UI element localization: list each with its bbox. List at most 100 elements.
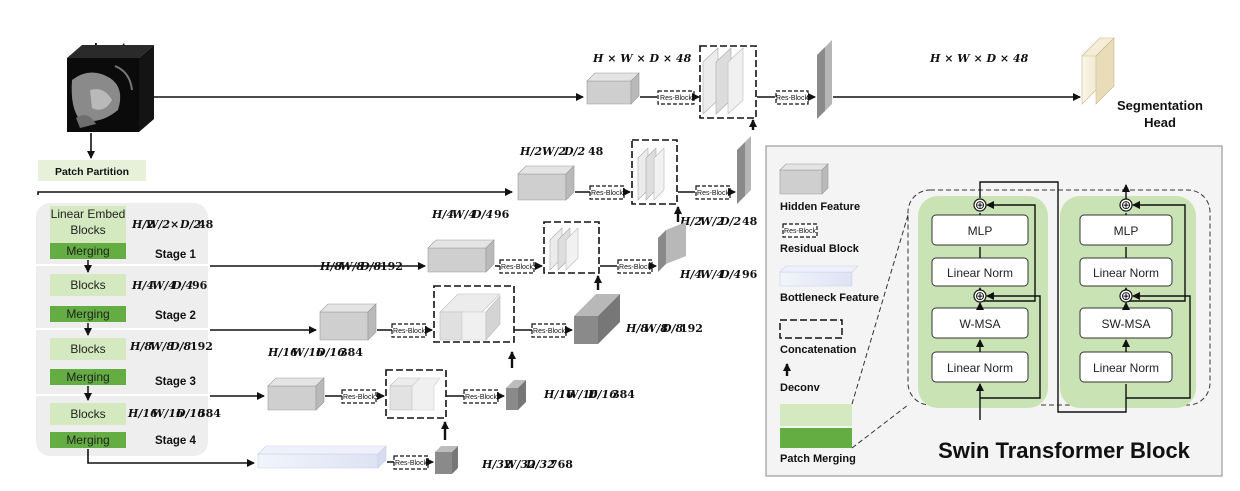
stage2-blocks-label: Blocks bbox=[70, 278, 105, 292]
svg-text:D/4: D/4 bbox=[171, 279, 193, 292]
svg-text:Res-Block: Res-Block bbox=[395, 460, 427, 467]
svg-text:D/8: D/8 bbox=[359, 260, 382, 273]
top-feature-tall bbox=[817, 40, 832, 119]
svg-text:H/2: H/2 bbox=[519, 145, 542, 158]
d16-hidden-feature bbox=[267, 377, 325, 411]
stage4-out-arrow bbox=[87, 449, 255, 467]
stage3-blocks-label: Blocks bbox=[70, 342, 105, 356]
svg-text:H/16: H/16 bbox=[127, 407, 158, 420]
legend-blocks-swatch bbox=[780, 404, 852, 426]
svg-text:Res-Block: Res-Block bbox=[591, 190, 623, 197]
svg-text:384: 384 bbox=[198, 407, 221, 420]
svg-text:48: 48 bbox=[742, 215, 758, 228]
svg-text:×: × bbox=[170, 218, 179, 231]
svg-text:192: 192 bbox=[680, 322, 703, 335]
segmentation-output-volume bbox=[1081, 37, 1115, 105]
stage2-blocks-box bbox=[50, 274, 126, 296]
svg-text:H/2: H/2 bbox=[131, 218, 154, 231]
swin-right-flow bbox=[1122, 184, 1191, 399]
svg-text:192: 192 bbox=[380, 260, 403, 273]
swin-left-flow bbox=[976, 181, 1127, 420]
svg-text:W/2: W/2 bbox=[700, 215, 724, 228]
d2-dim-right: H/2 W/2 D/2 48 bbox=[679, 215, 758, 228]
d2-feature-tall bbox=[737, 136, 751, 204]
legend-hidden-icon bbox=[779, 163, 829, 195]
svg-text:W/8: W/8 bbox=[340, 260, 364, 273]
d32-dim: H/32 W/32 D/32 768 bbox=[481, 458, 573, 471]
svg-text:W/16: W/16 bbox=[292, 346, 324, 359]
svg-text:H/4: H/4 bbox=[431, 208, 454, 221]
swin-title: Swin Transformer Block bbox=[938, 438, 1191, 463]
dim-enc-s2: H/4W/4D/496 bbox=[131, 279, 208, 292]
stage4-label: Stage 4 bbox=[155, 435, 197, 447]
dim-top: H × W × D × 48 bbox=[592, 52, 692, 65]
d8-dim-right: H/8 W/8 D/8 192 bbox=[625, 322, 703, 335]
dim-top-right: H × W × D × 48 bbox=[929, 52, 1029, 65]
d4-dim-right: H/4 W/4 D/4 96 bbox=[679, 268, 758, 281]
svg-text:Res-Block: Res-Block bbox=[533, 328, 565, 335]
concat-d4 bbox=[543, 221, 600, 274]
d16-dim-right: H/16 W/16 D/16 384 bbox=[543, 388, 635, 401]
swin-right-add1-icon bbox=[1119, 289, 1133, 303]
svg-text:Res-Block: Res-Block bbox=[501, 264, 533, 271]
svg-text:W-MSA: W-MSA bbox=[959, 317, 1000, 331]
res-block-d16-2 bbox=[463, 389, 499, 404]
svg-text:D/2: D/2 bbox=[179, 218, 202, 231]
seg-head-line1: Segmentation bbox=[1117, 98, 1203, 113]
legend-patch-merging-label: Patch Merging bbox=[780, 453, 856, 465]
d2-hidden-feature bbox=[517, 165, 575, 201]
stage2-merging-box bbox=[50, 306, 126, 322]
res-block-d2-1 bbox=[589, 185, 625, 200]
svg-text:D/16: D/16 bbox=[315, 346, 345, 359]
res-block-d16-1 bbox=[341, 389, 377, 404]
d4-hidden-feature bbox=[427, 239, 495, 273]
legend-concat-label: Concatenation bbox=[780, 344, 857, 356]
svg-text:Res-Block: Res-Block bbox=[660, 95, 692, 102]
stage4-merging-label: Merging bbox=[66, 433, 109, 447]
legend-concat-icon bbox=[779, 319, 843, 339]
svg-text:D/8: D/8 bbox=[169, 340, 192, 353]
svg-text:96: 96 bbox=[742, 268, 758, 281]
concat-d16 bbox=[385, 369, 447, 419]
svg-text:Res-Block: Res-Block bbox=[465, 394, 497, 401]
swin-right-add2-icon bbox=[1119, 198, 1133, 212]
svg-text:96: 96 bbox=[494, 208, 510, 221]
patch-partition-label: Patch Partition bbox=[55, 166, 129, 178]
swin-block-outline bbox=[907, 189, 1211, 406]
stage4-merging-box bbox=[50, 432, 126, 448]
svg-text:Linear Norm: Linear Norm bbox=[1093, 361, 1159, 375]
d8-feature-deconv bbox=[574, 294, 620, 344]
svg-text:Res-Block: Res-Block bbox=[343, 394, 375, 401]
svg-text:H/16: H/16 bbox=[543, 388, 574, 401]
res-block-d2-2 bbox=[695, 185, 731, 200]
stage1-merging-label: Merging bbox=[66, 244, 109, 258]
stage2-label: Stage 2 bbox=[155, 310, 196, 322]
svg-text:D/2: D/2 bbox=[563, 145, 586, 158]
svg-text:H/32: H/32 bbox=[481, 458, 512, 471]
svg-text:⊕: ⊕ bbox=[975, 289, 985, 303]
res-block-d4-1 bbox=[499, 259, 535, 274]
res-block-d8-1 bbox=[391, 323, 427, 338]
concat-d8 bbox=[433, 285, 515, 343]
stage4-blocks-label: Blocks bbox=[70, 407, 105, 421]
swin-left-add2-icon bbox=[973, 198, 987, 212]
stage3-blocks-box bbox=[50, 338, 126, 360]
d8-hidden-feature bbox=[319, 303, 377, 341]
res-block-d32 bbox=[393, 455, 429, 470]
svg-text:H/16: H/16 bbox=[267, 346, 298, 359]
stage1-blocks-box bbox=[50, 206, 126, 248]
d16-feature-deconv bbox=[506, 380, 526, 410]
d16-dim: H/16 W/16 D/16 384 bbox=[267, 346, 363, 359]
svg-text:SW-MSA: SW-MSA bbox=[1101, 317, 1150, 331]
svg-text:48: 48 bbox=[588, 145, 604, 158]
svg-text:384: 384 bbox=[340, 346, 363, 359]
svg-text:MLP: MLP bbox=[968, 224, 993, 238]
svg-text:⊕: ⊕ bbox=[1121, 289, 1131, 303]
svg-text:W/16: W/16 bbox=[566, 388, 598, 401]
d8-dim: H/8 W/8 D/8 192 bbox=[319, 260, 403, 273]
res-block-d8-2 bbox=[531, 323, 567, 338]
